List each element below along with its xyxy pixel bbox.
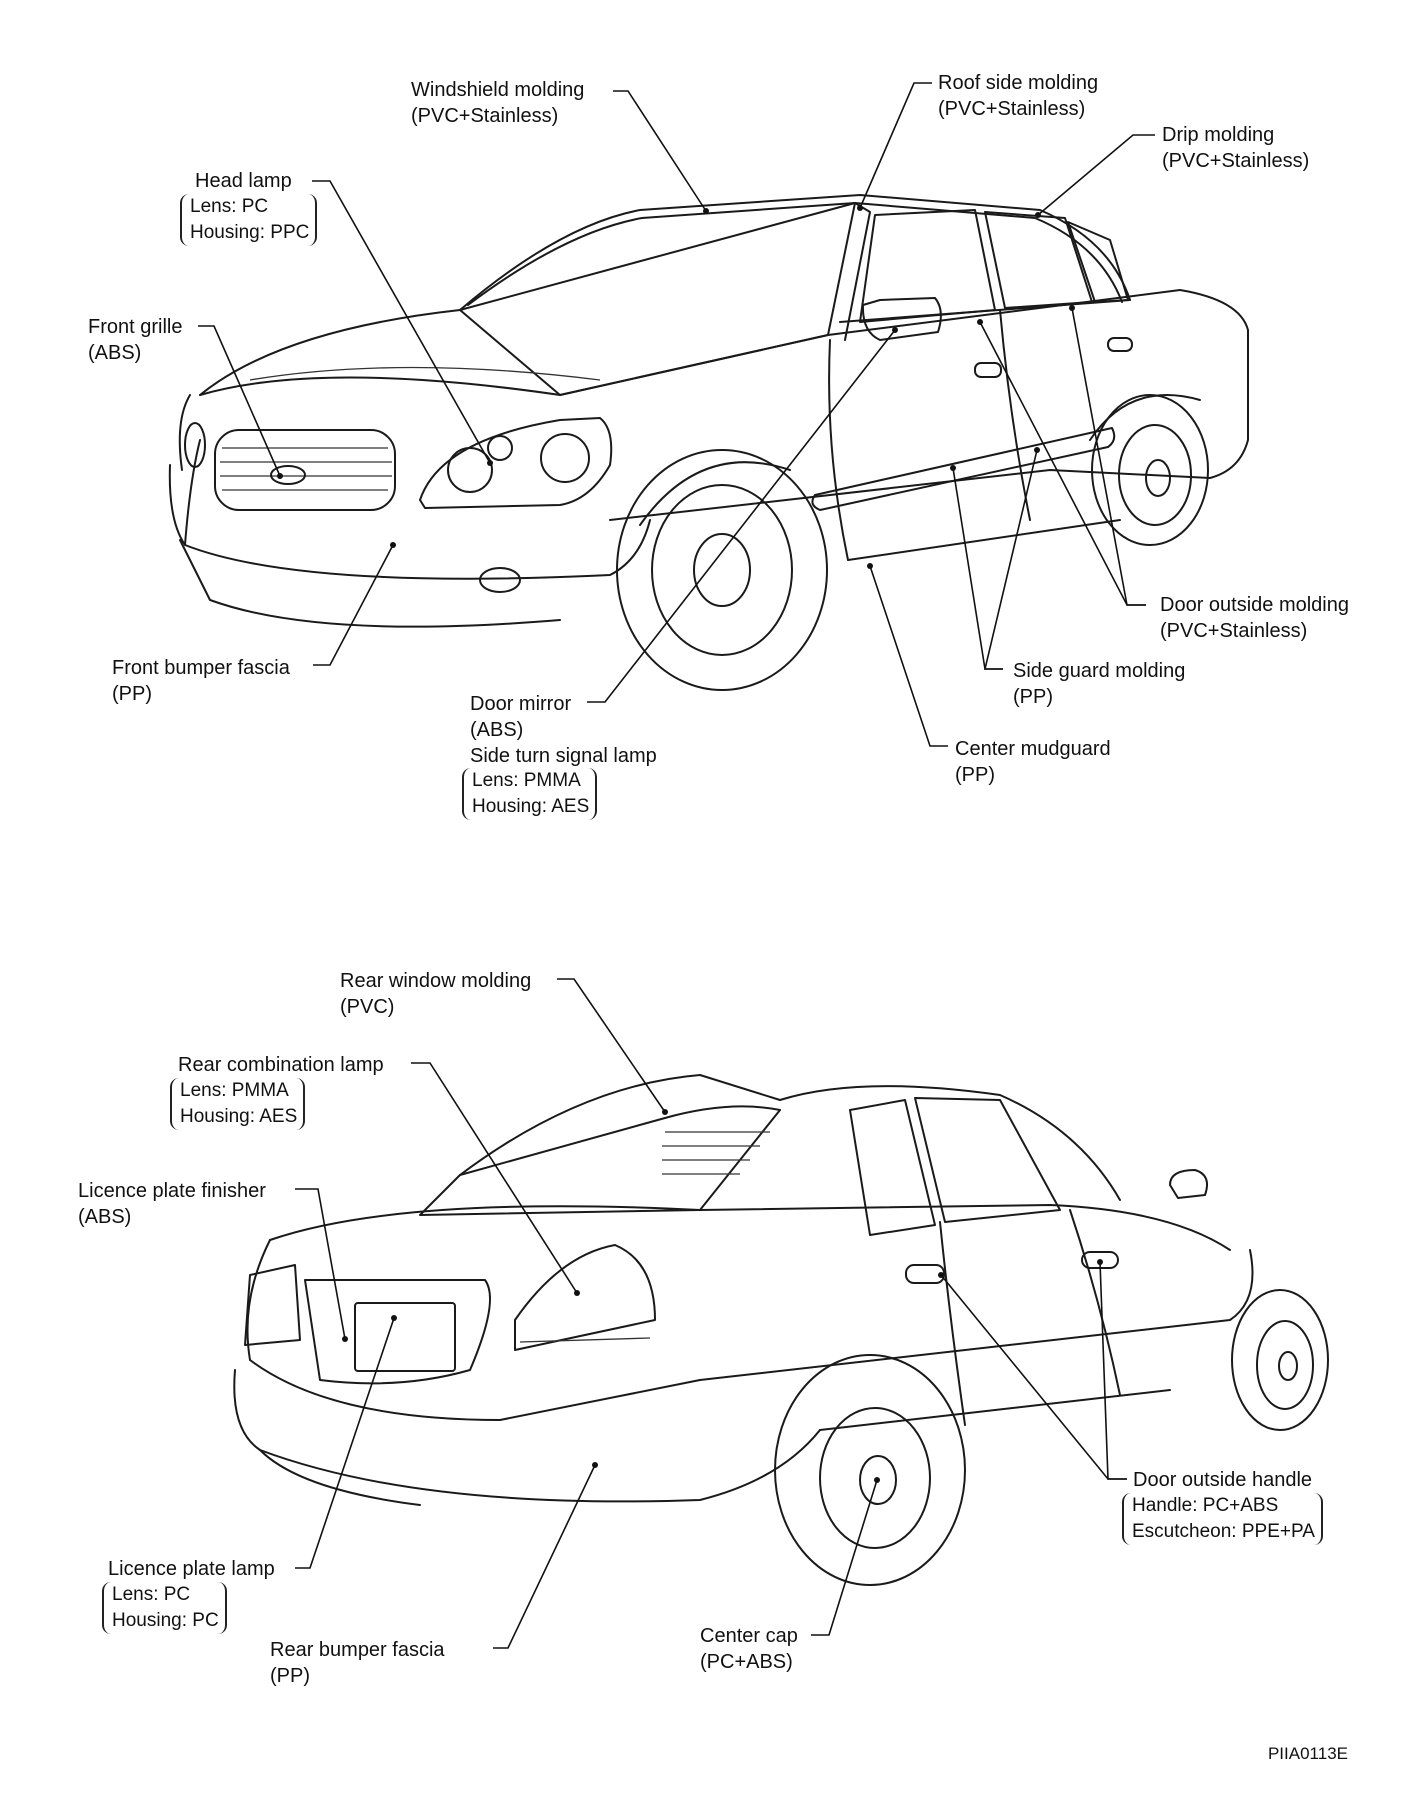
door-outside-handle-spec-bracket: Handle: PC+ABS Escutcheon: PPE+PA bbox=[1122, 1493, 1323, 1545]
rear-leader-lines bbox=[295, 978, 1127, 1649]
label-rear-bumper-fascia: Rear bumper fascia (PP) bbox=[270, 1637, 445, 1689]
door-outside-handle-escutcheon: Escutcheon: PPE+PA bbox=[1132, 1521, 1315, 1542]
head-lamp-spec-bracket: Lens: PC Housing: PPC bbox=[180, 194, 318, 246]
rear-bumper-fascia-name: Rear bumper fascia bbox=[270, 1639, 445, 1661]
head-lamp-housing: Housing: PPC bbox=[190, 222, 310, 243]
label-windshield-molding: Windshield molding (PVC+Stainless) bbox=[411, 77, 584, 129]
side-turn-signal-lens: Lens: PMMA bbox=[472, 770, 581, 791]
rear-combination-lamp-spec-bracket: Lens: PMMA Housing: AES bbox=[170, 1078, 306, 1130]
licence-plate-lamp-housing: Housing: PC bbox=[112, 1610, 219, 1631]
door-outside-molding-material: (PVC+Stainless) bbox=[1160, 620, 1308, 642]
center-cap-name: Center cap bbox=[700, 1625, 798, 1647]
side-turn-signal-lamp-name: Side turn signal lamp bbox=[470, 745, 657, 767]
licence-plate-lamp-spec-bracket: Lens: PC Housing: PC bbox=[102, 1582, 227, 1634]
front-car-illustration bbox=[168, 194, 1249, 691]
label-door-outside-molding: Door outside molding (PVC+Stainless) bbox=[1160, 592, 1349, 644]
front-bumper-fascia-material: (PP) bbox=[112, 683, 152, 705]
roof-side-molding-material: (PVC+Stainless) bbox=[938, 98, 1086, 120]
label-center-mudguard: Center mudguard (PP) bbox=[955, 736, 1111, 788]
label-center-cap: Center cap (PC+ABS) bbox=[700, 1623, 798, 1675]
windshield-molding-name: Windshield molding bbox=[411, 79, 585, 101]
head-lamp-name: Head lamp bbox=[195, 170, 292, 192]
rear-combination-lamp-lens: Lens: PMMA bbox=[180, 1080, 289, 1101]
roof-side-molding-name: Roof side molding bbox=[938, 72, 1099, 94]
rear-window-molding-material: (PVC) bbox=[340, 996, 395, 1018]
front-leader-lines bbox=[198, 82, 1155, 747]
side-guard-molding-name: Side guard molding bbox=[1013, 660, 1186, 682]
rear-bumper-fascia-material: (PP) bbox=[270, 1665, 310, 1687]
rear-combination-lamp-name: Rear combination lamp bbox=[178, 1054, 384, 1076]
label-drip-molding: Drip molding (PVC+Stainless) bbox=[1162, 122, 1309, 174]
rear-combination-lamp-housing: Housing: AES bbox=[180, 1106, 298, 1127]
door-outside-molding-name: Door outside molding bbox=[1160, 594, 1349, 616]
center-cap-material: (PC+ABS) bbox=[700, 1651, 793, 1673]
licence-plate-lamp-lens: Lens: PC bbox=[112, 1584, 191, 1605]
door-mirror-material: (ABS) bbox=[470, 719, 524, 741]
center-mudguard-material: (PP) bbox=[955, 764, 995, 786]
drip-molding-name: Drip molding bbox=[1162, 124, 1275, 146]
label-front-bumper-fascia: Front bumper fascia (PP) bbox=[112, 655, 290, 707]
label-licence-plate-finisher: Licence plate finisher (ABS) bbox=[78, 1178, 266, 1230]
label-rear-window-molding: Rear window molding (PVC) bbox=[340, 968, 531, 1020]
windshield-molding-material: (PVC+Stainless) bbox=[411, 105, 559, 127]
label-roof-side-molding: Roof side molding (PVC+Stainless) bbox=[938, 70, 1098, 122]
label-head-lamp: Head lamp bbox=[195, 168, 292, 194]
label-rear-combination-lamp: Rear combination lamp bbox=[178, 1052, 384, 1078]
side-turn-signal-spec-bracket: Lens: PMMA Housing: AES bbox=[462, 768, 598, 820]
center-mudguard-name: Center mudguard bbox=[955, 738, 1111, 760]
side-guard-molding-material: (PP) bbox=[1013, 686, 1053, 708]
drip-molding-material: (PVC+Stainless) bbox=[1162, 150, 1310, 172]
label-front-grille: Front grille (ABS) bbox=[88, 314, 182, 366]
front-grille-name: Front grille bbox=[88, 316, 183, 338]
label-door-mirror: Door mirror (ABS) Side turn signal lamp bbox=[470, 691, 657, 769]
label-licence-plate-lamp: Licence plate lamp bbox=[108, 1556, 275, 1582]
side-turn-signal-housing: Housing: AES bbox=[472, 796, 590, 817]
head-lamp-lens: Lens: PC bbox=[190, 196, 269, 217]
licence-plate-finisher-material: (ABS) bbox=[78, 1206, 132, 1228]
licence-plate-lamp-name: Licence plate lamp bbox=[108, 1558, 275, 1580]
figure-code: PIIA0113E bbox=[1267, 1744, 1348, 1763]
rear-window-molding-name: Rear window molding bbox=[340, 970, 532, 992]
rear-car-illustration bbox=[233, 1074, 1329, 1586]
door-mirror-name: Door mirror bbox=[470, 693, 572, 715]
licence-plate-finisher-name: Licence plate finisher bbox=[78, 1180, 266, 1202]
front-bumper-fascia-name: Front bumper fascia bbox=[112, 657, 290, 679]
door-outside-handle-handle: Handle: PC+ABS bbox=[1132, 1495, 1279, 1516]
door-outside-handle-name: Door outside handle bbox=[1133, 1469, 1313, 1491]
label-door-outside-handle: Door outside handle bbox=[1133, 1467, 1312, 1493]
front-grille-material: (ABS) bbox=[88, 342, 142, 364]
label-side-guard-molding: Side guard molding (PP) bbox=[1013, 658, 1185, 710]
